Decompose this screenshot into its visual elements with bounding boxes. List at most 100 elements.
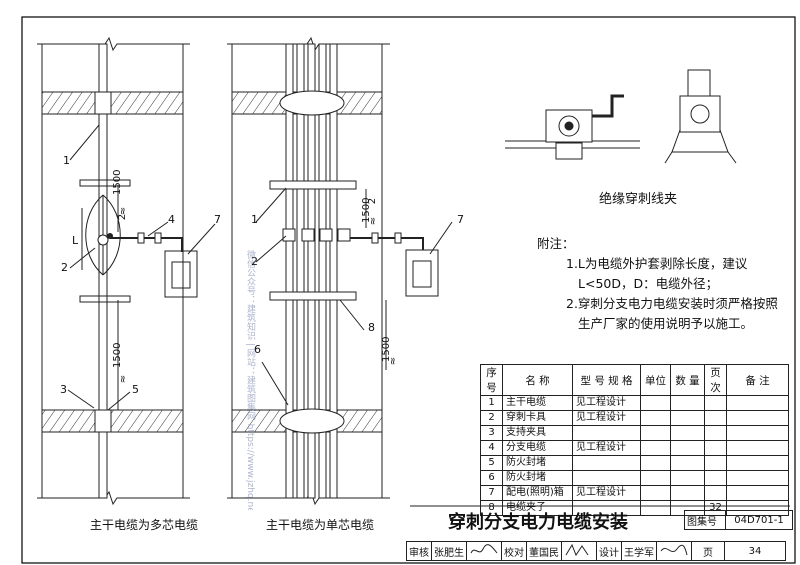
atlas-label: 图集号 (684, 510, 726, 530)
drawing-title: 穿刺分支电力电缆安装 (448, 512, 628, 533)
table-cell-no: 4 (480, 440, 503, 456)
table-cell-remark (726, 395, 789, 411)
table-cell-unit (640, 500, 671, 516)
table-cell-page (704, 440, 727, 456)
notes-line-1: 1.L为电缆外护套剥除长度，建议 (566, 256, 748, 271)
table-cell-page (704, 470, 727, 486)
table-cell-page (704, 455, 727, 471)
table-cell-name: 分支电缆 (502, 440, 573, 456)
left-multicore-diagram (37, 36, 216, 506)
table-cell-no: 6 (480, 470, 503, 486)
table-cell-unit (640, 410, 671, 426)
table-cell-name: 配电(照明)箱 (502, 485, 573, 501)
page-label: 页 (691, 541, 725, 561)
caption-left: 主干电缆为多芯电缆 (90, 518, 199, 532)
callout-2-left: 2 (61, 261, 68, 274)
design-label: 设计 (596, 541, 622, 561)
caption-middle: 主干电缆为单芯电缆 (266, 518, 375, 532)
table-cell-no: 5 (480, 455, 503, 471)
dim-1500-left-top: 1500 (112, 169, 123, 195)
notes-line-2: L<50D，D：电缆外径； (578, 276, 719, 291)
table-cell-spec: 见工程设计 (572, 395, 641, 411)
caption-clamp: 绝缘穿刺线夹 (599, 192, 678, 207)
table-cell-spec: 见工程设计 (572, 440, 641, 456)
callout-6-middle: 6 (254, 343, 261, 356)
table-cell-remark (726, 425, 789, 441)
table-cell-no: 3 (480, 425, 503, 441)
dim-2-middle: 2 (367, 197, 379, 205)
table-cell-qty (670, 485, 705, 501)
dim-L: L (72, 234, 79, 247)
table-cell-spec (572, 425, 641, 441)
table-cell-qty (670, 425, 705, 441)
col-header-qty: 数 量 (670, 364, 705, 396)
table-cell-unit (640, 455, 671, 471)
table-cell-page (704, 410, 727, 426)
col-header-page: 页次 (704, 364, 727, 396)
designer-name: 王学军 (621, 541, 657, 561)
callout-3-left: 3 (60, 383, 67, 396)
clamp-illustration (505, 69, 737, 164)
table-cell-remark (726, 410, 789, 426)
dim-approx-left-bottom: ≈ (118, 374, 130, 384)
table-cell-no: 7 (480, 485, 503, 501)
table-cell-qty (670, 395, 705, 411)
table-cell-name: 防火封堵 (502, 470, 573, 486)
col-header-spec: 型 号 规 格 (572, 364, 641, 396)
table-cell-name: 支持夹具 (502, 425, 573, 441)
atlas-number-box: 图集号 04D701-1 (684, 510, 793, 530)
checker-signature (561, 541, 597, 561)
table-cell-remark (726, 440, 789, 456)
signature-row: 审核 张肥生 校对 董国民 设计 王学军 页 34 (406, 541, 786, 561)
table-cell-unit (640, 425, 671, 441)
dim-approx-middle-top: ≈ (368, 216, 380, 226)
table-cell-spec (572, 455, 641, 471)
table-cell-qty (670, 470, 705, 486)
col-header-no: 序号 (480, 364, 503, 396)
col-header-remark: 备 注 (726, 364, 789, 396)
callout-8-middle: 8 (368, 321, 375, 334)
callout-7-middle: 7 (457, 213, 464, 226)
col-header-name: 名 称 (502, 364, 573, 396)
middle-singlecore-diagram (227, 36, 453, 506)
notes-heading: 附注： (537, 236, 575, 251)
check-label: 校对 (501, 541, 527, 561)
table-cell-page (704, 425, 727, 441)
notes-line-3: 2.穿刺分支电力电缆安装时须严格按照 (566, 296, 778, 311)
table-cell-spec: 见工程设计 (572, 410, 641, 426)
notes-line-4: 生产厂家的使用说明予以施工。 (578, 316, 754, 331)
callout-2-middle: 2 (251, 255, 258, 268)
table-cell-no: 1 (480, 395, 503, 411)
table-cell-unit (640, 485, 671, 501)
table-cell-unit (640, 395, 671, 411)
review-label: 审核 (406, 541, 432, 561)
designer-signature (656, 541, 692, 561)
table-cell-name: 主干电缆 (502, 395, 573, 411)
sheet-frame (21, 16, 796, 564)
dim-approx-middle-bottom: ≈ (388, 356, 400, 366)
table-cell-remark (726, 485, 789, 501)
callout-5-left: 5 (132, 383, 139, 396)
table-header-row: 序号 名 称 型 号 规 格 单位 数 量 页次 备 注 (480, 364, 789, 396)
callout-1-left: 1 (63, 154, 70, 167)
table-cell-qty (670, 455, 705, 471)
col-header-unit: 单位 (640, 364, 671, 396)
watermark-text: 微信公众号：建筑知识 | 网站：建筑图集网 https://www.jzhq.n… (245, 250, 255, 510)
callout-1-middle: 1 (251, 213, 258, 226)
checker-name: 董国民 (526, 541, 562, 561)
callout-4-left: 4 (168, 213, 175, 226)
table-cell-qty (670, 410, 705, 426)
page-number: 34 (724, 541, 786, 561)
table-cell-no: 2 (480, 410, 503, 426)
table-cell-remark (726, 470, 789, 486)
dim-1500-left-bottom: 1500 (112, 342, 123, 368)
